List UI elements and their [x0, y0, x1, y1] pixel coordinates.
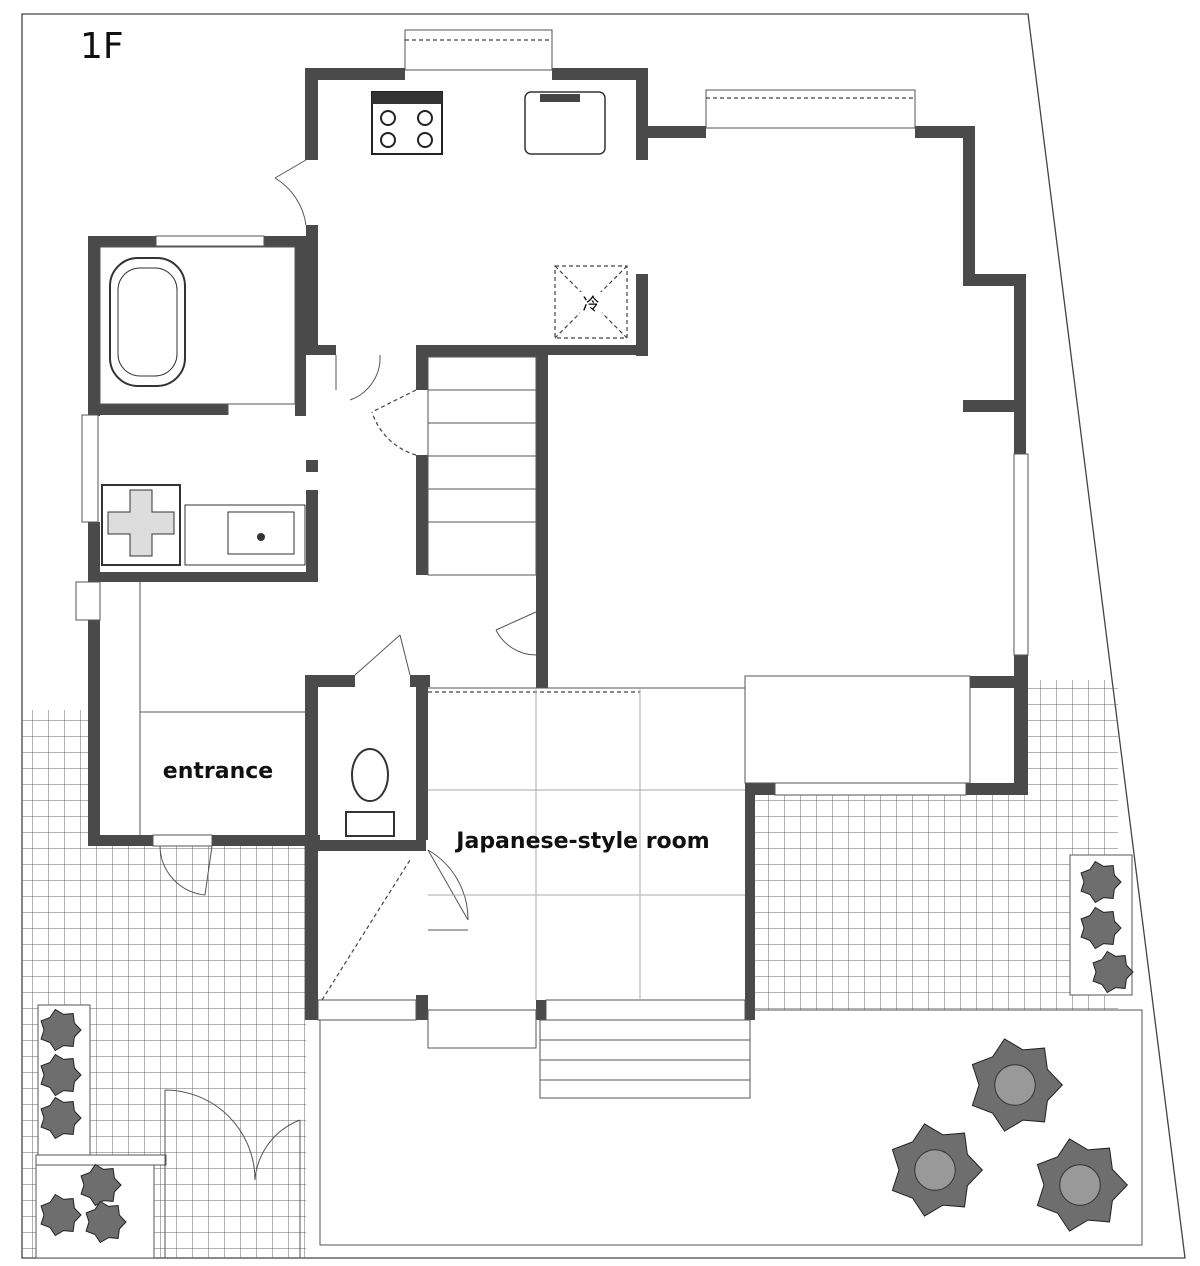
wall [552, 68, 648, 80]
plant-icon [40, 1008, 82, 1052]
wall [1014, 274, 1026, 454]
wall [88, 835, 153, 846]
bathtub-icon [99, 246, 296, 405]
window [404, 29, 553, 71]
wall [416, 675, 428, 840]
plant-icon [1080, 860, 1122, 904]
washbasin-icon [184, 504, 306, 566]
wall [88, 522, 100, 582]
paving-tiles [755, 795, 1065, 1010]
wall [636, 274, 648, 356]
window-sash [405, 39, 915, 99]
wall [306, 345, 336, 355]
entrance-step [139, 582, 305, 835]
kitchen-sink-icon [524, 91, 606, 155]
wall [212, 835, 320, 846]
room-label-japanese-style-room: Japanese-style room [454, 829, 709, 854]
interior-stairs [427, 356, 537, 576]
wall [295, 236, 306, 416]
tree-center [914, 1149, 956, 1191]
planter-bed [35, 1154, 167, 1166]
window [155, 235, 265, 247]
wall [963, 400, 1018, 412]
wall [88, 236, 156, 247]
wall [305, 68, 405, 80]
toilet-icon [345, 748, 395, 837]
plant-icon [1080, 906, 1122, 950]
wall [306, 840, 426, 851]
wall [88, 404, 228, 415]
step-treads [540, 1039, 750, 1081]
stairs [427, 356, 751, 1099]
wall [915, 126, 975, 138]
wall [648, 126, 706, 138]
wall [88, 620, 100, 845]
tree-center [994, 1064, 1036, 1106]
window [81, 414, 99, 523]
walls [88, 68, 1028, 1020]
plants [40, 860, 1134, 1244]
tree-center [1059, 1164, 1101, 1206]
wall [1014, 655, 1028, 795]
windows [75, 29, 1029, 1049]
plant-icon [85, 1200, 127, 1244]
wall [963, 274, 1025, 286]
wall [306, 490, 318, 580]
wall [963, 126, 975, 286]
wall [745, 783, 775, 795]
wall [88, 572, 318, 582]
floor-label: 1F [80, 26, 124, 67]
wall [416, 455, 428, 575]
refrigerator-symbol: 冷 [583, 295, 600, 315]
washing-machine-icon [101, 484, 181, 566]
wall [305, 68, 318, 160]
window [774, 782, 967, 796]
window [545, 999, 746, 1021]
kitchen-stove-icon [371, 91, 443, 155]
window [1013, 453, 1029, 656]
wall [536, 1000, 546, 1020]
wall [970, 676, 1020, 688]
plant-icon [1092, 950, 1134, 994]
window [152, 834, 213, 847]
wall [416, 345, 548, 357]
stair-treads [428, 389, 536, 523]
wall [745, 795, 755, 1020]
wall [264, 236, 316, 247]
exterior-steps [539, 1019, 751, 1099]
wall [966, 783, 1026, 795]
tatami-lines [428, 675, 971, 1000]
window [75, 581, 101, 621]
plant-icon [40, 1096, 82, 1140]
window [317, 999, 417, 1021]
plant-icon [40, 1053, 82, 1097]
plant-icon [80, 1163, 122, 1207]
wall [88, 236, 100, 416]
wall [416, 345, 428, 390]
wall [548, 345, 648, 355]
wall [416, 995, 428, 1020]
wall [306, 460, 318, 472]
refrigerator: 冷 [554, 265, 628, 339]
wall [306, 225, 318, 355]
window [427, 1009, 537, 1049]
room-label-entrance: entrance [163, 759, 273, 784]
window [705, 89, 916, 129]
wall [536, 345, 548, 688]
plant-icon [40, 1193, 82, 1237]
wall [636, 68, 648, 160]
